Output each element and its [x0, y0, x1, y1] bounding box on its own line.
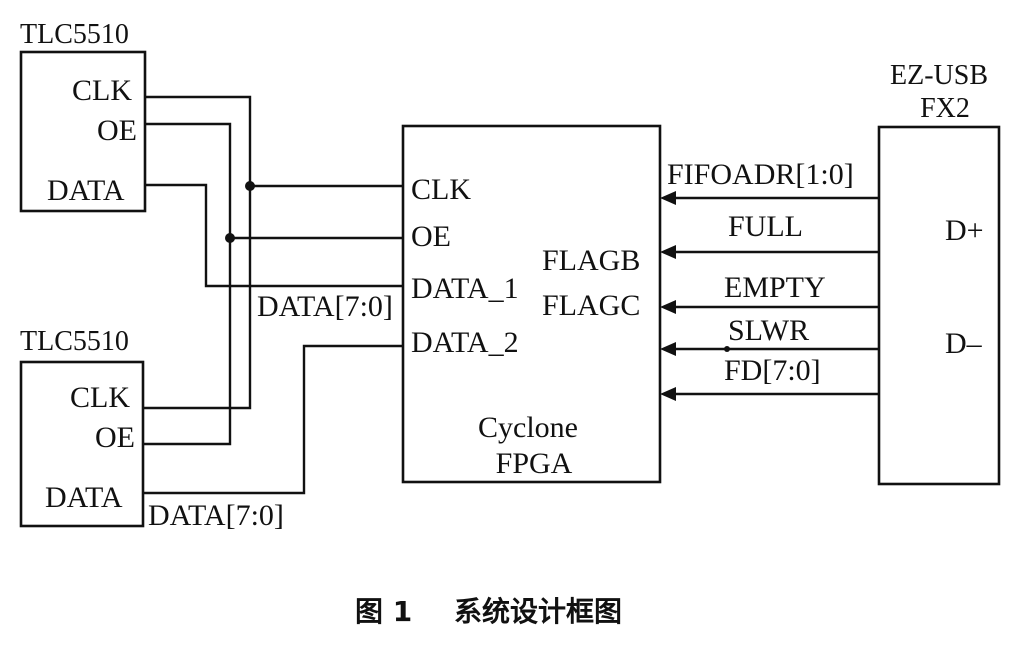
caption-figure-number: 图 1: [355, 595, 412, 628]
fd-arrowhead: [660, 387, 676, 401]
slwr-junction-dot: [724, 346, 730, 352]
fpga-data1-pin: DATA_1: [411, 272, 519, 305]
slwr-label: SLWR: [728, 314, 809, 347]
top-data-bus-wire: [145, 183, 403, 288]
figure-caption: 图 1 系统设计框图: [355, 595, 622, 628]
usb-box: [877, 125, 1001, 486]
fpga-flagb-pin: FLAGB: [542, 244, 640, 277]
adc-bottom-clk-pin: CLK: [70, 381, 130, 414]
adc-top-clk-pin: CLK: [72, 74, 132, 107]
fpga-data2-pin: DATA_2: [411, 326, 519, 359]
fd-label: FD[7:0]: [724, 354, 821, 387]
bottom-data-bus-wire: [143, 344, 403, 495]
fpga-flagc-pin: FLAGC: [542, 289, 640, 322]
empty-label: EMPTY: [724, 271, 826, 304]
fpga-name-line1: Cyclone: [478, 411, 578, 444]
adc-top-data-pin: DATA: [47, 174, 125, 207]
adc-top-block: TLC5510 CLK OE DATA: [19, 19, 147, 213]
empty-arrowhead: [660, 300, 676, 314]
top-data-bus-label: DATA[7:0]: [257, 290, 393, 323]
fifoadr-arrowhead: [660, 191, 676, 205]
fpga-oe-pin: OE: [411, 220, 451, 253]
adc-bottom-data-pin: DATA: [45, 481, 123, 514]
clk-junction-dot: [245, 181, 255, 191]
fpga-box: [401, 124, 662, 484]
fifoadr-label: FIFOADR[1:0]: [667, 158, 854, 191]
usb-dminus-pin: D–: [945, 327, 983, 360]
clk-shared-wire: [143, 95, 252, 410]
adc-bottom-box: [19, 360, 145, 528]
adc-bottom-title: TLC5510: [20, 326, 129, 357]
bottom-data-bus-label: DATA[7:0]: [148, 499, 284, 532]
adc-top-title: TLC5510: [20, 19, 129, 50]
adc-top-oe-pin: OE: [97, 114, 137, 147]
usb-block: EZ-USB FX2 D+ D–: [877, 60, 1001, 486]
adc-bottom-oe-pin: OE: [95, 421, 135, 454]
usb-dplus-pin: D+: [945, 214, 984, 247]
usb-title-line1: EZ-USB: [890, 60, 988, 91]
full-arrowhead: [660, 245, 676, 259]
slwr-arrowhead: [660, 342, 676, 356]
usb-wiring: FIFOADR[1:0] FULL EMPTY SLWR FD[7:0]: [660, 158, 879, 401]
fpga-name-line2: FPGA: [496, 447, 573, 480]
fpga-clk-pin: CLK: [411, 173, 471, 206]
oe-shared-wire: [143, 122, 232, 446]
caption-title: 系统设计框图: [454, 595, 622, 628]
adc-top-box: [19, 50, 147, 213]
fpga-block: CLK OE DATA_1 DATA_2 FLAGB FLAGC Cyclone…: [401, 124, 662, 484]
usb-title-line2: FX2: [920, 93, 970, 124]
adc-bottom-block: TLC5510 CLK OE DATA: [19, 326, 145, 528]
full-label: FULL: [728, 210, 803, 243]
adc-wiring: DATA[7:0] DATA[7:0]: [143, 95, 403, 532]
oe-junction-dot: [225, 233, 235, 243]
